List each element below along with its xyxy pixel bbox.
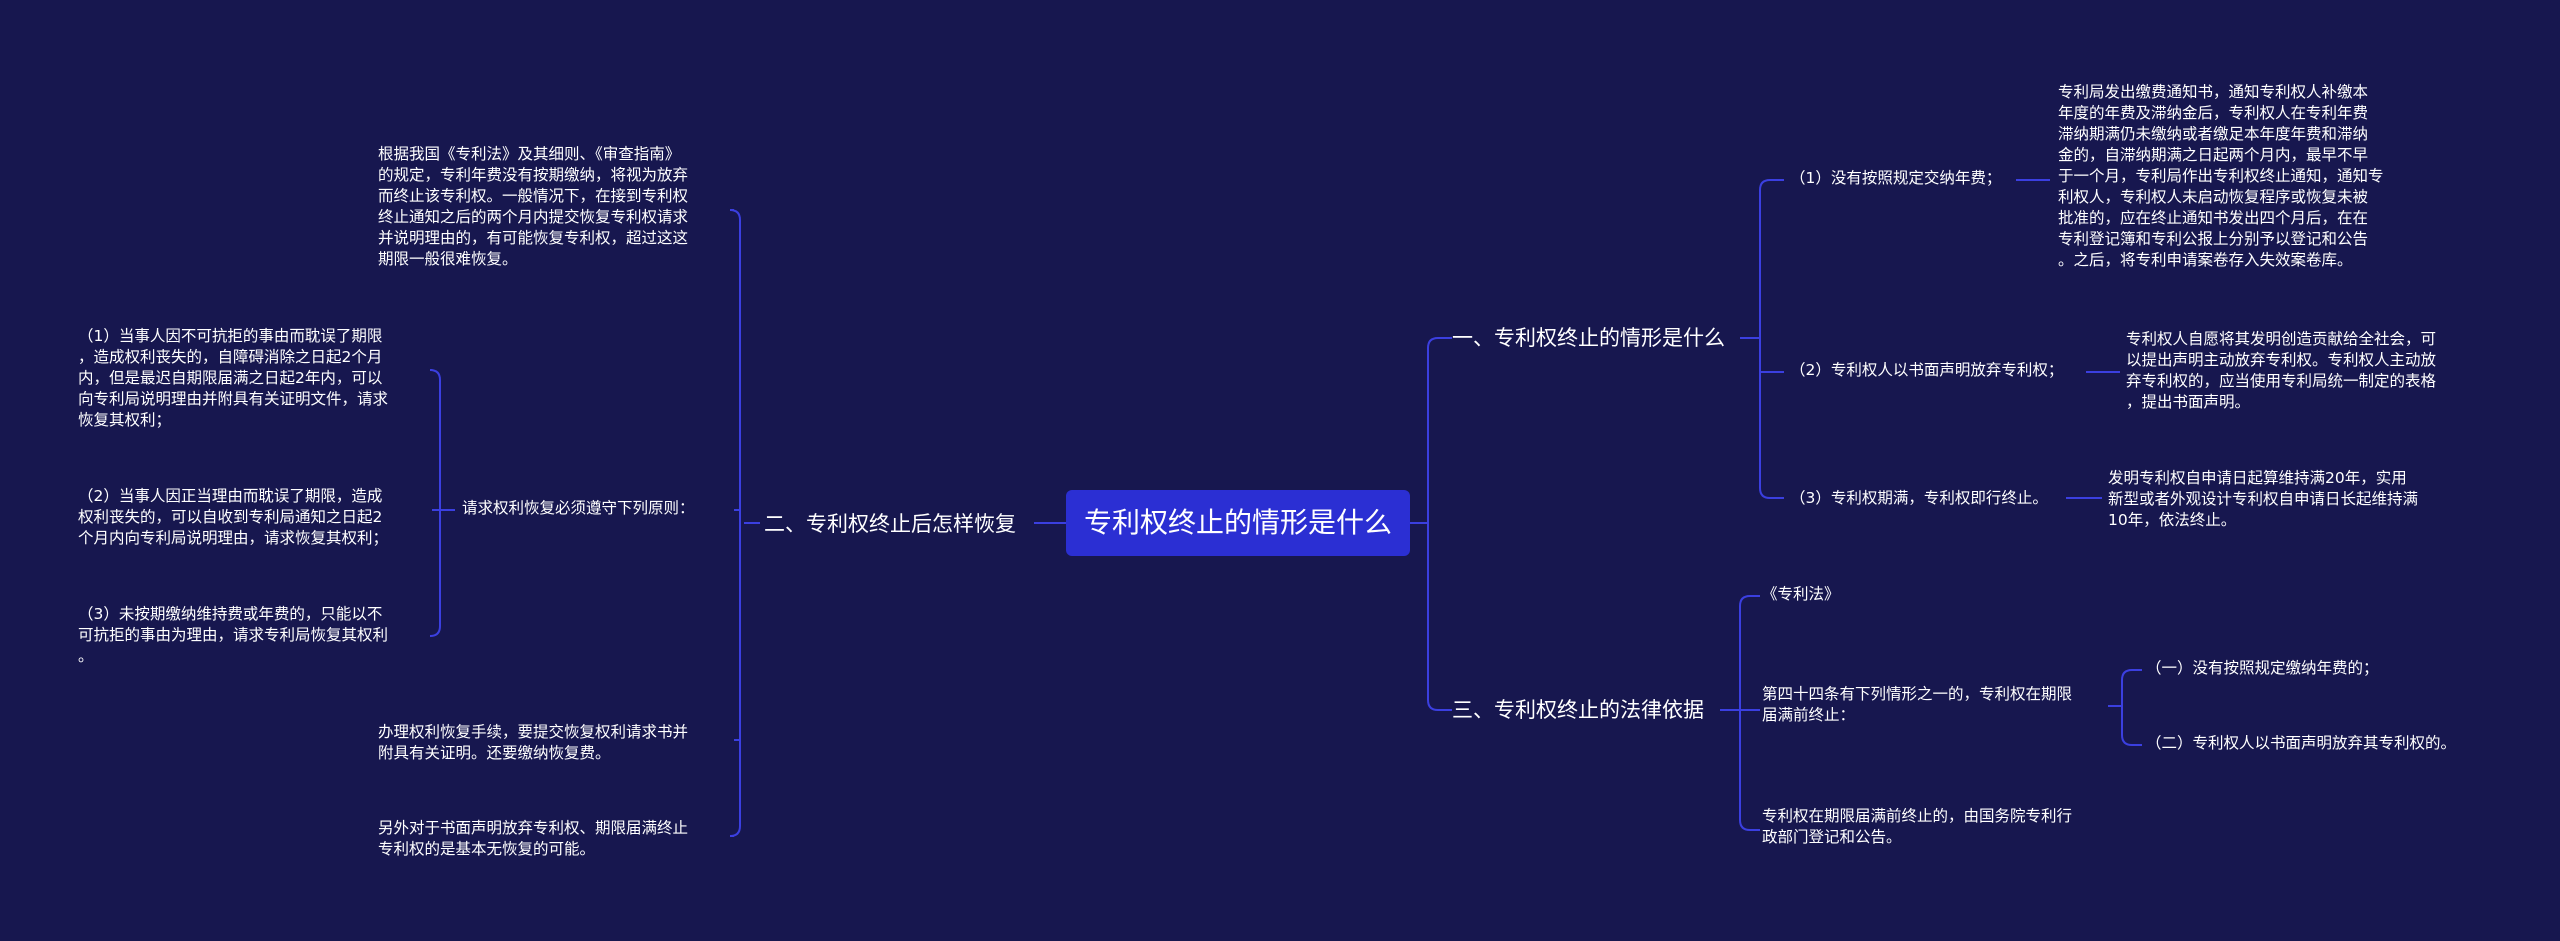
situation-2-label[interactable]: （2）专利权人以书面声明放弃专利权； bbox=[1790, 361, 2064, 379]
situation-2-detail[interactable]: 专利权人自愿将其发明创造贡献给全社会，可 以提出声明主动放弃专利权。专利权人主动… bbox=[2126, 330, 2437, 411]
right-main-spine bbox=[1427, 337, 1452, 711]
article-44-item-1[interactable]: （一）没有按照规定缴纳年费的； bbox=[2146, 659, 2379, 677]
situation-3-label[interactable]: （3）专利权期满，专利权即行终止。 bbox=[1790, 489, 2048, 507]
recovery-procedure[interactable]: 办理权利恢复手续，要提交恢复权利请求书并 附具有关证明。还要缴纳恢复费。 bbox=[378, 723, 689, 762]
root-node[interactable]: 专利权终止的情形是什么 bbox=[1066, 490, 1410, 556]
principles-spine bbox=[429, 369, 441, 637]
b3-spine bbox=[1739, 595, 1760, 831]
situation-1-label[interactable]: （1）没有按照规定交纳年费； bbox=[1790, 169, 2002, 187]
patent-law-title[interactable]: 《专利法》 bbox=[1762, 585, 1840, 603]
principle-2[interactable]: （2）当事人因正当理由而耽误了期限，造成 权利丧失的，可以自收到专利局通知之日起… bbox=[78, 487, 389, 547]
situation-3-detail[interactable]: 发明专利权自申请日起算维持满20年，实用 新型或者外观设计专利权自申请日长起维持… bbox=[2108, 469, 2419, 529]
branch-legal-basis[interactable]: 三、专利权终止的法律依据 bbox=[1452, 698, 1704, 722]
article-44-item-2[interactable]: （二）专利权人以书面声明放弃其专利权的。 bbox=[2146, 734, 2457, 752]
b2-spine bbox=[729, 209, 741, 837]
situation-1-detail[interactable]: 专利局发出缴费通知书，通知专利权人补缴本 年度的年费及滞纳金后，专利权人在专利年… bbox=[2058, 83, 2384, 269]
article-44[interactable]: 第四十四条有下列情形之一的，专利权在期限 届满前终止： bbox=[1762, 685, 2073, 724]
branch-recovery[interactable]: 二、专利权终止后怎样恢复 bbox=[764, 512, 1016, 536]
branch-termination-situations[interactable]: 一、专利权终止的情形是什么 bbox=[1452, 326, 1725, 350]
recovery-intro[interactable]: 根据我国《专利法》及其细则、《审查指南》 的规定，专利年费没有按期缴纳，将视为放… bbox=[378, 145, 689, 268]
principle-1[interactable]: （1）当事人因不可抗拒的事由而耽误了期限 ，造成权利丧失的，自障碍消除之日起2个… bbox=[78, 327, 389, 429]
principle-3[interactable]: （3）未按期缴纳维持费或年费的，只能以不 可抗拒的事由为理由，请求专利局恢复其权… bbox=[78, 605, 389, 665]
registration-note[interactable]: 专利权在期限届满前终止的，由国务院专利行 政部门登记和公告。 bbox=[1762, 807, 2073, 846]
recovery-principle[interactable]: 请求权利恢复必须遵守下列原则： bbox=[462, 499, 695, 517]
recovery-impossible[interactable]: 另外对于书面声明放弃专利权、期限届满终止 专利权的是基本无恢复的可能。 bbox=[378, 819, 689, 858]
b3-article-spine bbox=[2121, 669, 2142, 746]
b1-spine bbox=[1759, 179, 1784, 499]
